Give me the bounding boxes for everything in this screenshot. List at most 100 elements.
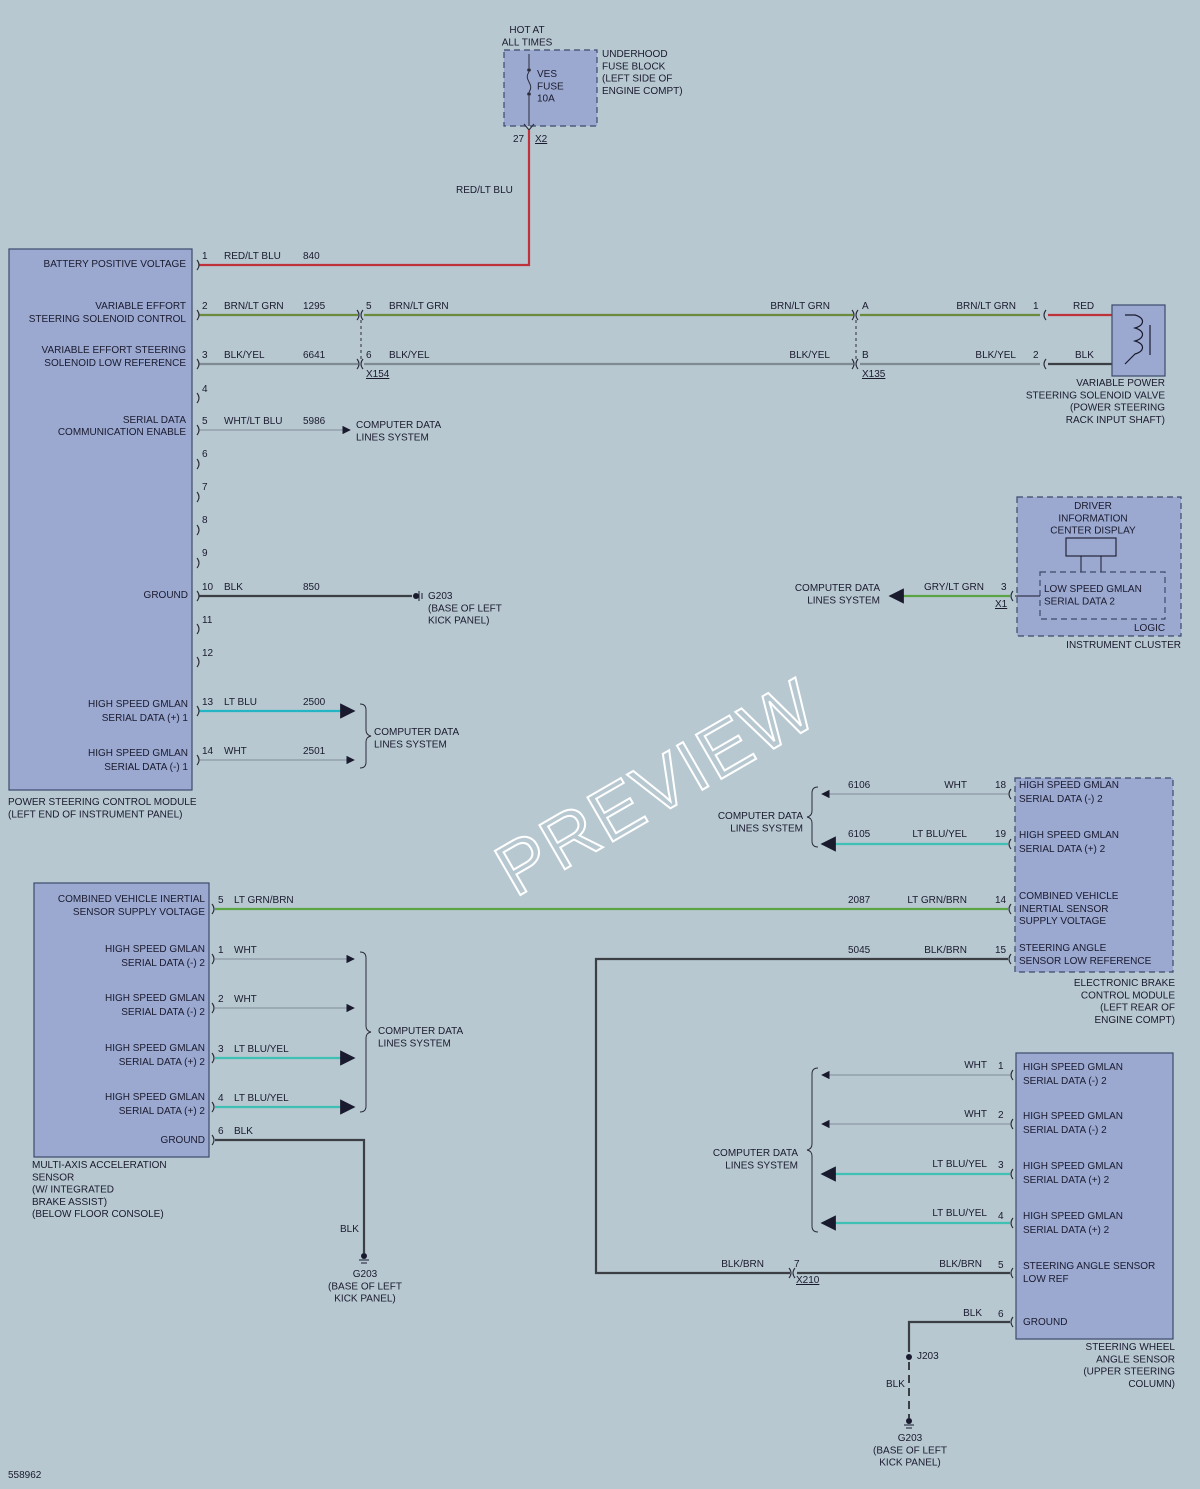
solenoid-lead-1: RED: [1073, 301, 1094, 312]
x135-connector: [851, 309, 859, 370]
fuse-wire-label: RED/LT BLU: [456, 185, 513, 196]
maas-label-1b: SERIAL DATA (-) 2: [121, 958, 205, 969]
ebcm-brace: [806, 786, 819, 848]
cluster-logic: LOGIC: [1134, 623, 1165, 634]
pscm-pin-12: 12: [202, 648, 214, 659]
swas-brace: [806, 1067, 819, 1233]
x210-pin: 7: [794, 1259, 800, 1270]
pscm-wire-10: BLK: [224, 582, 243, 593]
cluster-pin-mark: [1010, 590, 1014, 602]
maas-wire-1: WHT: [234, 945, 257, 956]
ebcm-pin-marks: [1008, 788, 1012, 965]
pscm-label-2b: STEERING SOLENOID CONTROL: [29, 314, 187, 325]
fuse-block: [503, 49, 598, 131]
cluster-logic-box: [1039, 571, 1166, 620]
pscm-wire-2: BRN/LT GRN: [224, 301, 284, 312]
ebcm-circuit-19: 6105: [848, 829, 871, 840]
pscm-wire-1: RED/LT BLU: [224, 251, 281, 262]
swas-label-1a: HIGH SPEED GMLAN: [1023, 1062, 1123, 1073]
swas-wire-5: BLK/BRN: [939, 1259, 982, 1270]
maas-wire-3: LT BLU/YEL: [234, 1044, 289, 1055]
pscm-wire-5: WHT/LT BLU: [224, 416, 283, 427]
swas-wire-1: WHT: [964, 1060, 987, 1071]
wire-swas-6: [907, 1320, 1010, 1352]
ebcm-label-18a: HIGH SPEED GMLAN: [1019, 780, 1119, 791]
maas-pin-marks: [211, 903, 215, 1146]
pscm-label-14b: SERIAL DATA (-) 1: [104, 762, 188, 773]
pscm-label-2a: VARIABLE EFFORT: [95, 301, 186, 312]
maas-label-2a: HIGH SPEED GMLAN: [105, 993, 205, 1004]
swas-pin-1: 1: [998, 1061, 1004, 1072]
ebcm-pin-18: 18: [995, 780, 1007, 791]
pscm-box: [8, 248, 193, 791]
swas-label-1b: SERIAL DATA (-) 2: [1023, 1076, 1107, 1087]
pscm-label-3a: VARIABLE EFFORT STEERING: [42, 345, 187, 356]
maas-wire-2: WHT: [234, 994, 257, 1005]
maas-ground-wire: BLK: [340, 1224, 359, 1235]
pscm-brace: [359, 703, 372, 769]
x210-connector: [788, 1267, 796, 1279]
pscm-label-5b: COMMUNICATION ENABLE: [58, 427, 186, 438]
pscm-circuit-1: 840: [303, 251, 320, 262]
swas-wire-2: WHT: [964, 1109, 987, 1120]
swas-label-5b: LOW REF: [1023, 1274, 1069, 1285]
ebcm-label-15b: SENSOR LOW REFERENCE: [1019, 956, 1152, 967]
x154-pin-b: 6: [366, 350, 372, 361]
x135-wire-a-out: BRN/LT GRN: [956, 301, 1016, 312]
swas-label-5a: STEERING ANGLE SENSOR: [1023, 1261, 1155, 1272]
solenoid-lead-2: BLK: [1075, 350, 1094, 361]
pscm-label-3b: SOLENOID LOW REFERENCE: [44, 358, 186, 369]
swas-wire-6: BLK: [963, 1308, 982, 1319]
cluster-name: INSTRUMENT CLUSTER: [1066, 640, 1181, 651]
pscm-circuit-3: 6641: [303, 350, 326, 361]
preview-watermark: PREVIEW: [482, 662, 831, 912]
j203-splice-icon: [906, 1354, 912, 1360]
pscm-pin-9: 9: [202, 548, 208, 559]
ebcm-label-19b: SERIAL DATA (+) 2: [1019, 844, 1106, 855]
fuse-pin: 27: [513, 134, 525, 145]
x135-label: X135: [862, 369, 886, 380]
pscm-label-13b: SERIAL DATA (+) 1: [102, 713, 189, 724]
pscm-pin-8: 8: [202, 515, 208, 526]
maas-wire-5: LT GRN/BRN: [234, 895, 294, 906]
swas-wire-3: LT BLU/YEL: [932, 1159, 987, 1170]
swas-pin-6: 6: [998, 1309, 1004, 1320]
wire-maas-6: [215, 1138, 366, 1253]
pscm-pin-13: 13: [202, 697, 214, 708]
maas-label-5a: COMBINED VEHICLE INERTIAL: [58, 894, 206, 905]
g203-ground-maas-icon: [359, 1253, 369, 1264]
pscm-pin-3: 3: [202, 350, 208, 361]
x135-wire-b-in: BLK/YEL: [789, 350, 830, 361]
pscm-pin-7: 7: [202, 482, 208, 493]
solenoid-pin-2: 2: [1033, 350, 1039, 361]
ebcm-label-19a: HIGH SPEED GMLAN: [1019, 830, 1119, 841]
ebcm-label-18b: SERIAL DATA (-) 2: [1019, 794, 1103, 805]
pscm-label-1: BATTERY POSITIVE VOLTAGE: [44, 259, 187, 270]
swas-pin-4: 4: [998, 1211, 1004, 1222]
ebcm-circuit-18: 6106: [848, 780, 871, 791]
maas-label-5b: SENSOR SUPPLY VOLTAGE: [73, 907, 205, 918]
maas-pin-2: 2: [218, 994, 224, 1005]
pscm-label-14a: HIGH SPEED GMLAN: [88, 748, 188, 759]
ebcm-label-14c: SUPPLY VOLTAGE: [1019, 916, 1106, 927]
pscm-wire-14: WHT: [224, 746, 247, 757]
ebcm-wire-15: BLK/BRN: [924, 945, 967, 956]
x210-wire-left: BLK/BRN: [721, 1259, 764, 1270]
ebcm-box: [1014, 777, 1174, 973]
pscm-pin-11: 11: [202, 615, 213, 626]
maas-box: [33, 882, 210, 1158]
ebcm-label-15a: STEERING ANGLE: [1019, 943, 1107, 954]
maas-wire-4: LT BLU/YEL: [234, 1093, 289, 1104]
x154-wire-b: BLK/YEL: [389, 350, 430, 361]
